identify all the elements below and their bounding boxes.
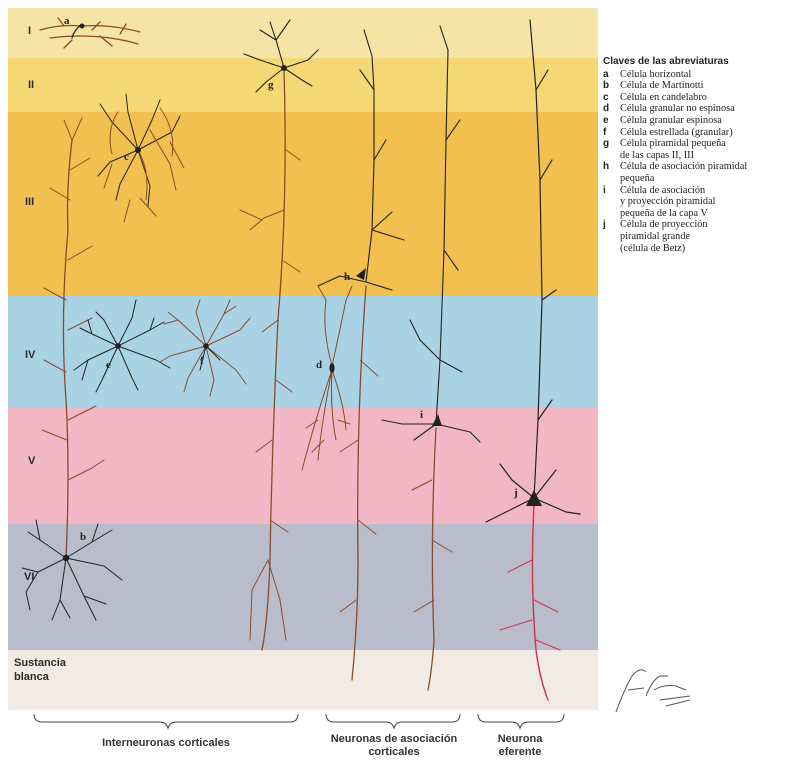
legend-key: e bbox=[603, 115, 620, 127]
group-labels: Interneuronas corticales Neuronas de aso… bbox=[102, 733, 543, 758]
layer-band-6 bbox=[8, 524, 598, 650]
legend-key: f bbox=[603, 127, 620, 139]
cell-letter-h: h bbox=[344, 271, 350, 283]
legend-key: h bbox=[603, 161, 620, 173]
legend-key: c bbox=[603, 92, 620, 104]
legend-title: Claves de las abreviaturas bbox=[603, 56, 792, 68]
layer-band-2 bbox=[8, 58, 598, 112]
legend-text: Célula estrellada (granular) bbox=[620, 127, 792, 139]
legend-key: d bbox=[603, 103, 620, 115]
legend-text: Célula de asociación piramidal bbox=[620, 161, 792, 173]
cell-letter-d: d bbox=[316, 359, 322, 371]
legend-key: b bbox=[603, 80, 620, 92]
group-label-interneurons: Interneuronas corticales bbox=[102, 737, 230, 749]
legend-text: Célula en candelabro bbox=[620, 92, 792, 104]
legend-item: (célula de Betz) bbox=[603, 243, 792, 255]
layer-label-white-matter-2: blanca bbox=[14, 671, 50, 683]
legend-key: a bbox=[603, 69, 620, 81]
cell-letter-c: c bbox=[124, 151, 129, 163]
legend-text: y proyección piramidal bbox=[620, 196, 792, 208]
legend-key: j bbox=[603, 219, 620, 231]
layer-band-1 bbox=[8, 8, 598, 58]
cell-letter-b: b bbox=[80, 531, 86, 543]
legend-text: Célula piramidal pequeña bbox=[620, 138, 792, 150]
legend-key bbox=[603, 173, 620, 185]
legend-key bbox=[603, 231, 620, 243]
cell-letter-e: e bbox=[106, 359, 111, 371]
legend-text: Célula granular no espinosa bbox=[620, 103, 792, 115]
group-label-efferent-2: eferente bbox=[499, 746, 542, 758]
legend-item: de las capas II, III bbox=[603, 150, 792, 162]
legend-text: piramidal grande bbox=[620, 231, 792, 243]
cell-letter-a: a bbox=[64, 15, 70, 27]
layer-band-white-matter bbox=[8, 650, 598, 710]
legend-text: Célula de proyección bbox=[620, 219, 792, 231]
legend-key bbox=[603, 150, 620, 162]
legend-text: Célula de asociación bbox=[620, 185, 792, 197]
layer-label-5: V bbox=[28, 455, 36, 467]
layer-label-2: II bbox=[28, 79, 34, 91]
legend-key: g bbox=[603, 138, 620, 150]
legend-item: pequeña de la capa V bbox=[603, 208, 792, 220]
legend-text: Célula granular espinosa bbox=[620, 115, 792, 127]
legend-text: pequeña bbox=[620, 173, 792, 185]
cell-letter-j: j bbox=[513, 487, 518, 499]
layer-label-1: I bbox=[28, 25, 31, 37]
group-label-efferent-1: Neurona bbox=[498, 733, 544, 745]
artist-signature bbox=[616, 670, 690, 712]
group-braces bbox=[34, 714, 564, 728]
legend-text: Célula de Martinotti bbox=[620, 80, 792, 92]
legend-text: Célula horizontal bbox=[620, 69, 792, 81]
cell-letter-i: i bbox=[420, 409, 423, 421]
legend-item: pequeña bbox=[603, 173, 792, 185]
legend-key bbox=[603, 208, 620, 220]
legend-key bbox=[603, 196, 620, 208]
legend-item: y proyección piramidal bbox=[603, 196, 792, 208]
legend-key bbox=[603, 243, 620, 255]
legend-key: i bbox=[603, 185, 620, 197]
cell-letter-g: g bbox=[268, 79, 274, 91]
group-label-association-2: corticales bbox=[368, 746, 419, 758]
layer-label-4: IV bbox=[25, 349, 36, 361]
layer-label-white-matter-1: Sustancia bbox=[14, 657, 67, 669]
layer-label-3: III bbox=[25, 196, 34, 208]
layer-band-3 bbox=[8, 112, 598, 296]
group-label-association-1: Neuronas de asociación bbox=[331, 733, 458, 745]
legend-text: (célula de Betz) bbox=[620, 243, 792, 255]
legend-item: piramidal grande bbox=[603, 231, 792, 243]
cell-letter-f: f bbox=[200, 355, 204, 367]
legend-text: de las capas II, III bbox=[620, 150, 792, 162]
layer-bands bbox=[8, 8, 598, 710]
legend-text: pequeña de la capa V bbox=[620, 208, 792, 220]
